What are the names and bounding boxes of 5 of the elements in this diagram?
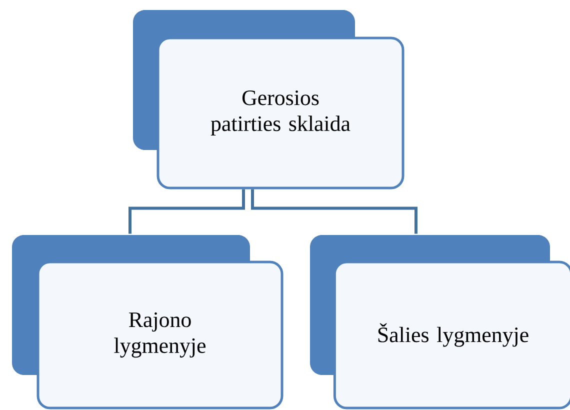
text-box: Gerosios patirties sklaida (133, 10, 404, 190)
text-box: Rajono lygmenyje (12, 235, 284, 410)
connector (251, 189, 418, 234)
connector (128, 189, 245, 234)
text-box: Šalies lygmenyje (310, 235, 570, 410)
